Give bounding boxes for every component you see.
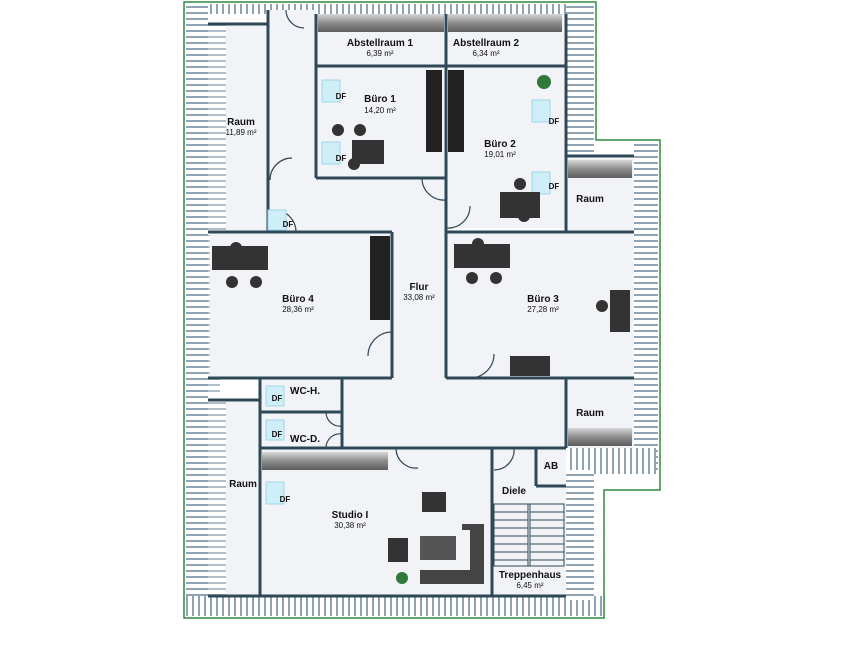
df-label: DF xyxy=(272,394,283,403)
room-name-buero2: Büro 2 xyxy=(484,139,516,150)
room-area-abstellraum2: 6,34 m² xyxy=(472,49,499,58)
skylight-labels: DF DF DF DF DF DF DF DF xyxy=(272,92,560,504)
room-labels: Abstellraum 1 6,39 m² Abstellraum 2 6,34… xyxy=(226,38,604,590)
df-label: DF xyxy=(549,117,560,126)
room-area-buero4: 28,36 m² xyxy=(282,305,314,314)
furniture xyxy=(212,70,630,584)
room-name-wc-d: WC-D. xyxy=(290,434,320,445)
room-area-raum-left-top: 11,89 m² xyxy=(226,128,257,137)
room-name-diele: Diele xyxy=(502,486,526,497)
room-name-raum-left-bottom: Raum xyxy=(229,479,257,490)
room-area-studio: 30,38 m² xyxy=(334,521,366,530)
room-area-buero1: 14,20 m² xyxy=(364,106,396,115)
room-area-buero3: 27,28 m² xyxy=(527,305,559,314)
df-label: DF xyxy=(280,495,291,504)
walls xyxy=(208,10,634,598)
room-name-abstellraum1: Abstellraum 1 xyxy=(347,38,414,49)
room-area-flur: 33,08 m² xyxy=(403,293,435,302)
room-area-buero2: 19,01 m² xyxy=(484,150,516,159)
staircase xyxy=(493,503,565,567)
building-outline xyxy=(183,1,661,619)
df-label: DF xyxy=(336,92,347,101)
room-area-abstellraum1: 6,39 m² xyxy=(366,49,393,58)
doors xyxy=(269,9,515,471)
room-area-treppenhaus: 6,45 m² xyxy=(516,581,543,590)
floor-areas xyxy=(210,10,634,596)
room-name-abstellraum2: Abstellraum 2 xyxy=(453,38,520,49)
room-name-treppenhaus: Treppenhaus xyxy=(499,570,562,581)
skylights xyxy=(265,79,551,505)
cabinets xyxy=(262,14,632,470)
df-label: DF xyxy=(336,154,347,163)
room-name-buero4: Büro 4 xyxy=(282,294,314,305)
room-name-raum-right-mid: Raum xyxy=(576,408,604,419)
df-label: DF xyxy=(272,430,283,439)
room-name-ab: AB xyxy=(544,461,558,472)
room-name-wc-h: WC-H. xyxy=(290,386,320,397)
df-label: DF xyxy=(283,220,294,229)
room-name-flur: Flur xyxy=(410,282,429,293)
df-label: DF xyxy=(549,182,560,191)
room-name-buero1: Büro 1 xyxy=(364,94,396,105)
room-name-raum-right-top: Raum xyxy=(576,194,604,205)
room-name-buero3: Büro 3 xyxy=(527,294,559,305)
room-name-studio: Studio I xyxy=(332,510,369,521)
room-name-raum-left-top: Raum xyxy=(227,117,255,128)
